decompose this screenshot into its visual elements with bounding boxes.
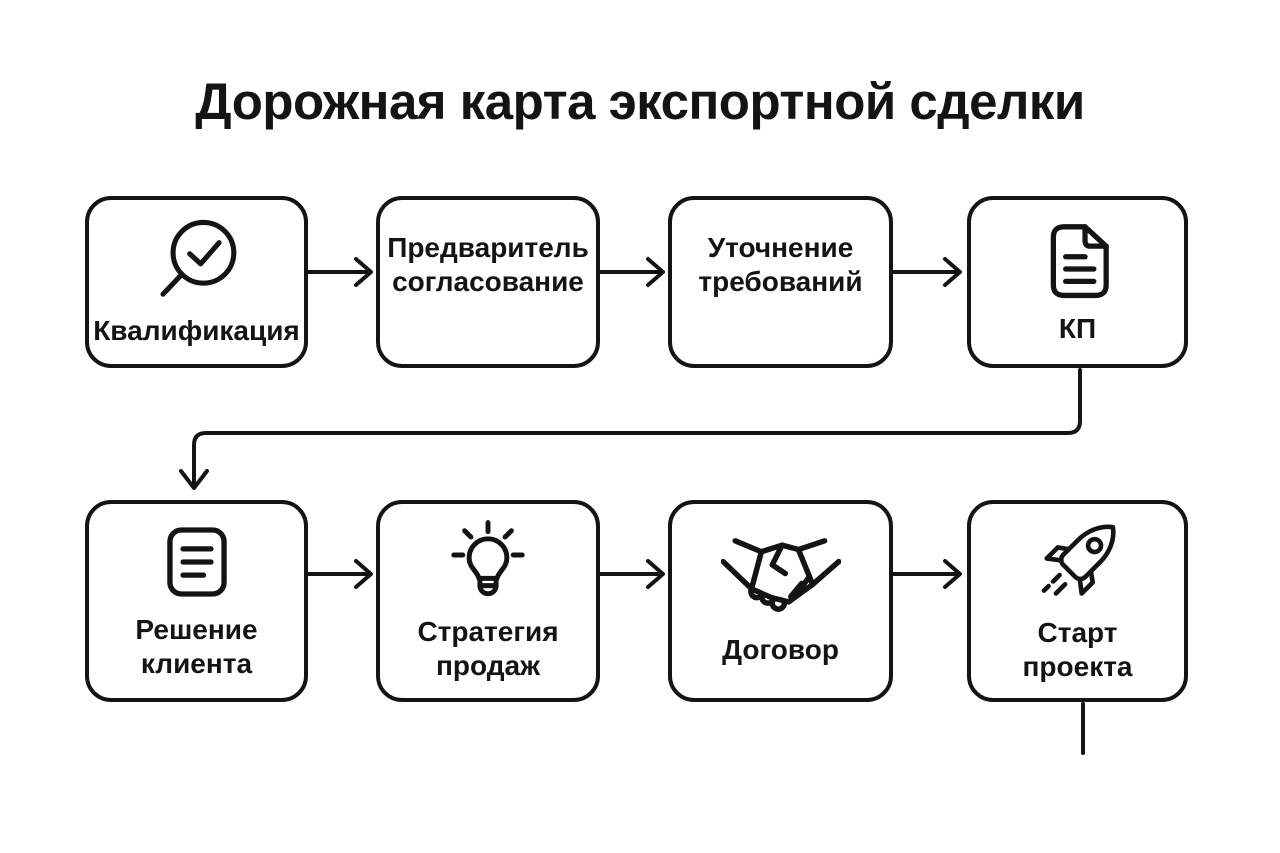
step-label: Стратегия продаж [417, 615, 559, 681]
arrow-row1-2 [598, 257, 665, 287]
arrow-row2-1 [306, 559, 373, 589]
step-label: Уточнение требований [698, 231, 863, 297]
step-contract: Договор [668, 500, 893, 702]
note-lines-icon [166, 527, 227, 597]
handshake-icon [720, 538, 841, 612]
arrow-row2-2 [598, 559, 665, 589]
step-qualification: Квалификация [85, 196, 308, 368]
rocket-icon [1041, 524, 1116, 596]
arrow-row1-3 [891, 257, 962, 287]
step-commercial-proposal: КП [967, 196, 1188, 368]
step-label: Квалификация [93, 314, 300, 346]
step-sales-strategy: Стратегия продаж [376, 500, 600, 702]
step-preliminary-approval: Предваритель согласование [376, 196, 600, 368]
arrow-row2-3 [891, 559, 962, 589]
document-icon [1050, 224, 1109, 299]
step-requirements-clarification: Уточнение требований [668, 196, 893, 368]
step-project-start: Старт проекта [967, 500, 1188, 702]
magnifier-check-icon [159, 219, 236, 297]
arrow-wrap-kp-to-row2 [179, 368, 1082, 490]
step-label: Предваритель согласование [387, 231, 589, 297]
lightbulb-icon [451, 519, 525, 596]
step-label: Старт проекта [1022, 616, 1133, 682]
step-label: Решение клиента [135, 613, 258, 679]
step-label: Договор [722, 633, 839, 665]
arrow-row1-1 [306, 257, 373, 287]
step-client-decision: Решение клиента [85, 500, 308, 702]
page-title: Дорожная карта экспортной сделки [195, 73, 1085, 130]
step-label: КП [1058, 312, 1097, 344]
